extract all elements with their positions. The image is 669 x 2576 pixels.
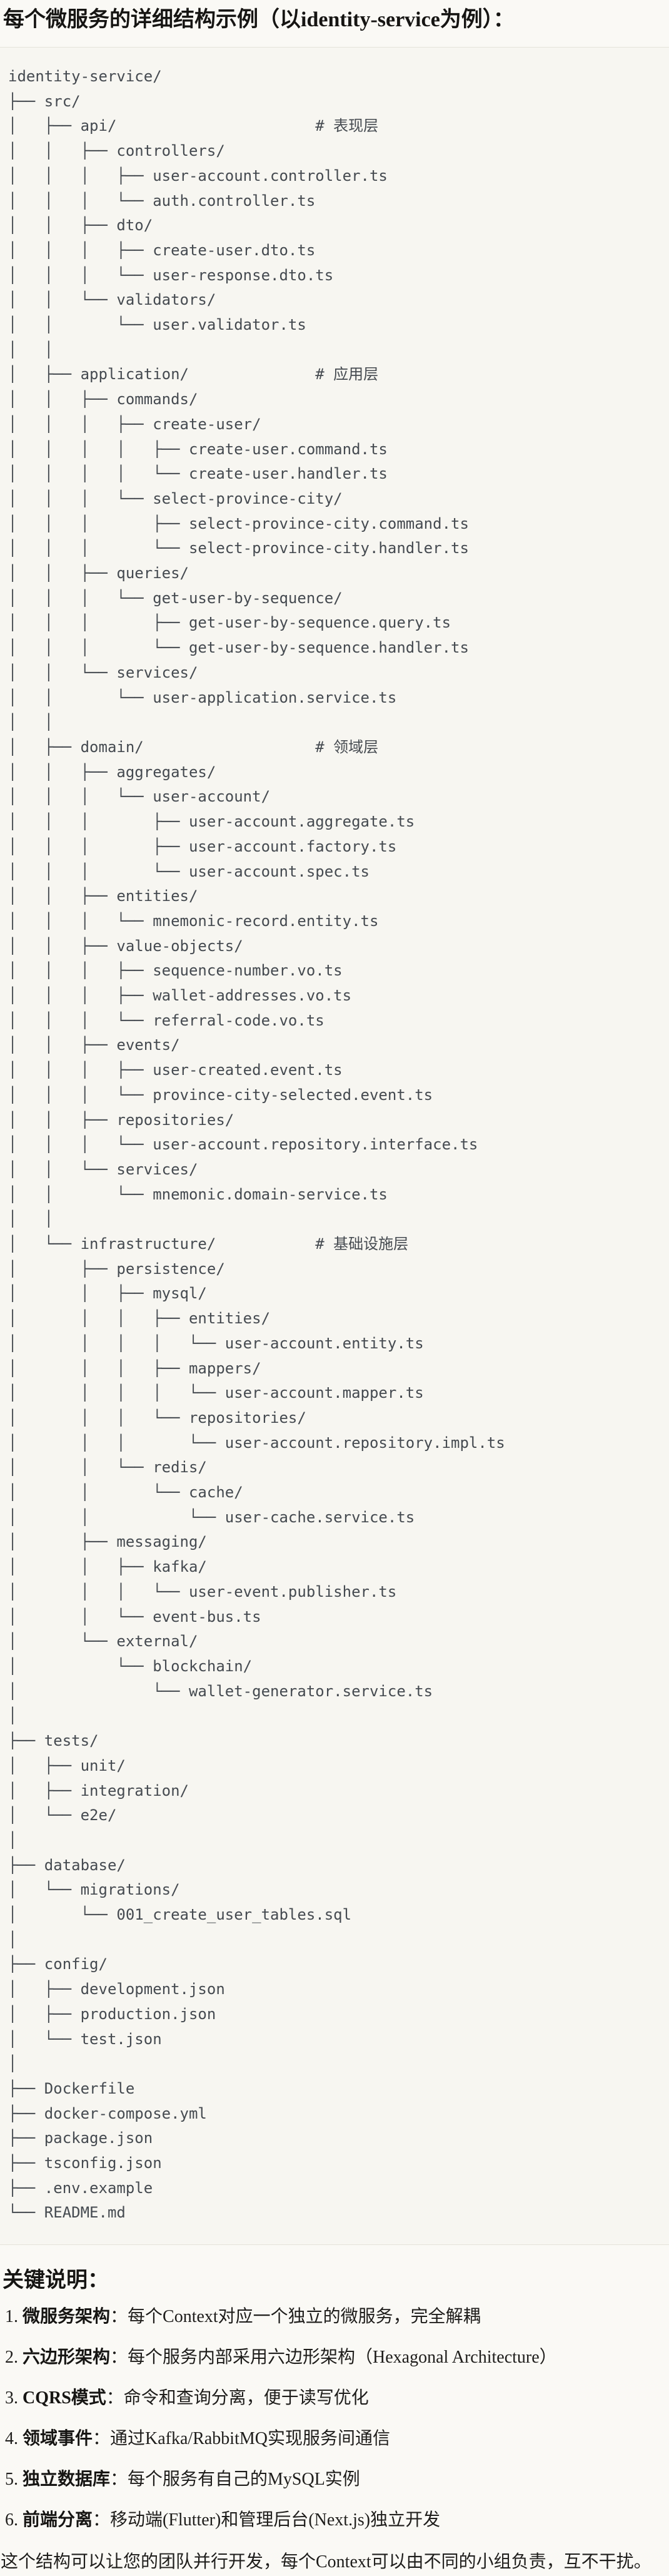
note-text: ：每个Context对应一个独立的微服务，完全解耦	[110, 2307, 481, 2327]
note-item: 2.六边形架构：每个服务内部采用六边形架构（Hexagonal Architec…	[5, 2346, 669, 2370]
page-title: 每个微服务的详细结构示例（以identity-service为例）：	[3, 8, 515, 31]
file-tree-code-block: identity-service/ ├── src/ │ ├── api/ # …	[0, 47, 669, 2246]
note-text: ：通过Kafka/RabbitMQ实现服务间通信	[93, 2429, 390, 2449]
note-item: 6.前端分离：移动端(Flutter)和管理后台(Next.js)独立开发	[5, 2508, 669, 2532]
note-number: 6.	[5, 2510, 18, 2530]
notes-title: 关键说明：	[3, 2269, 109, 2293]
note-item: 4.领域事件：通过Kafka/RabbitMQ实现服务间通信	[5, 2427, 669, 2451]
note-number: 3.	[5, 2388, 18, 2408]
file-tree: identity-service/ ├── src/ │ ├── api/ # …	[8, 68, 505, 2222]
note-label: 领域事件	[23, 2429, 93, 2449]
note-label: 前端分离	[23, 2510, 93, 2530]
note-number: 1.	[5, 2307, 18, 2327]
note-label: 微服务架构	[23, 2307, 111, 2327]
note-text: ：每个服务内部采用六边形架构（Hexagonal Architecture）	[110, 2348, 557, 2368]
note-text: ：每个服务有自己的MySQL实例	[110, 2470, 360, 2490]
note-label: 独立数据库	[23, 2470, 111, 2490]
note-item: 3.CQRS模式：命令和查询分离，便于读写优化	[5, 2386, 669, 2410]
note-number: 5.	[5, 2470, 18, 2490]
note-text: ：移动端(Flutter)和管理后台(Next.js)独立开发	[93, 2510, 441, 2530]
note-label: CQRS模式	[23, 2388, 106, 2408]
note-label: 六边形架构	[23, 2348, 111, 2368]
note-item: 5.独立数据库：每个服务有自己的MySQL实例	[5, 2468, 669, 2492]
note-item: 1.微服务架构：每个Context对应一个独立的微服务，完全解耦	[5, 2305, 669, 2329]
notes-list: 1.微服务架构：每个Context对应一个独立的微服务，完全解耦 2.六边形架构…	[0, 2305, 669, 2532]
closing-paragraph: 这个结构可以让您的团队并行开发，每个Context可以由不同的小组负责，互不干扰…	[1, 2552, 651, 2572]
note-number: 4.	[5, 2429, 18, 2449]
note-text: ：命令和查询分离，便于读写优化	[106, 2388, 369, 2408]
note-number: 2.	[5, 2348, 18, 2368]
